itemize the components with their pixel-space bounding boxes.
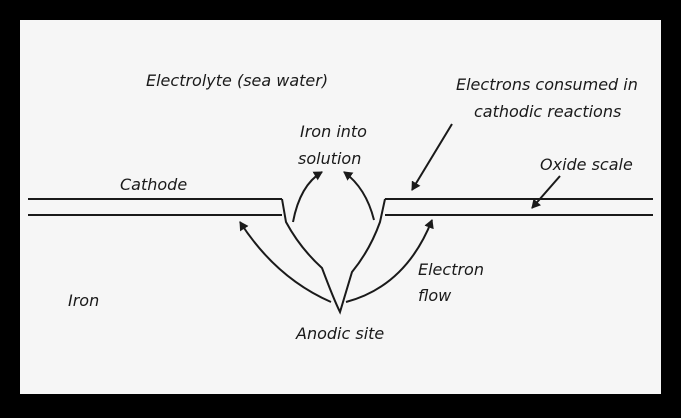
electron-flow-arrow-right bbox=[345, 219, 434, 303]
diagram-panel bbox=[20, 20, 661, 394]
iron-into-solution-arrow-right bbox=[343, 171, 375, 221]
pit-outline bbox=[281, 198, 386, 315]
electron-flow-label-2: flow bbox=[418, 286, 452, 305]
iron-into-solution-arrow-left bbox=[292, 171, 323, 223]
electrolyte-label: Electrolyte (sea water) bbox=[146, 71, 328, 90]
iron-label: Iron bbox=[68, 291, 99, 310]
electrons-consumed-label-1: Electrons consumed in bbox=[456, 75, 638, 94]
oxide-scale-arrow bbox=[531, 175, 561, 209]
electrons-consumed-label-2: cathodic reactions bbox=[474, 102, 621, 121]
electrons-consumed-arrow bbox=[411, 123, 453, 191]
electron-flow-arrow-left bbox=[239, 221, 332, 303]
electron-flow-label-1: Electron bbox=[418, 260, 484, 279]
iron-into-solution-label-2: solution bbox=[298, 149, 361, 168]
oxide-scale-label: Oxide scale bbox=[540, 155, 633, 174]
anodic-site-label: Anodic site bbox=[295, 324, 384, 343]
cathode-label: Cathode bbox=[120, 175, 187, 194]
iron-into-solution-label-1: Iron into bbox=[300, 122, 367, 141]
